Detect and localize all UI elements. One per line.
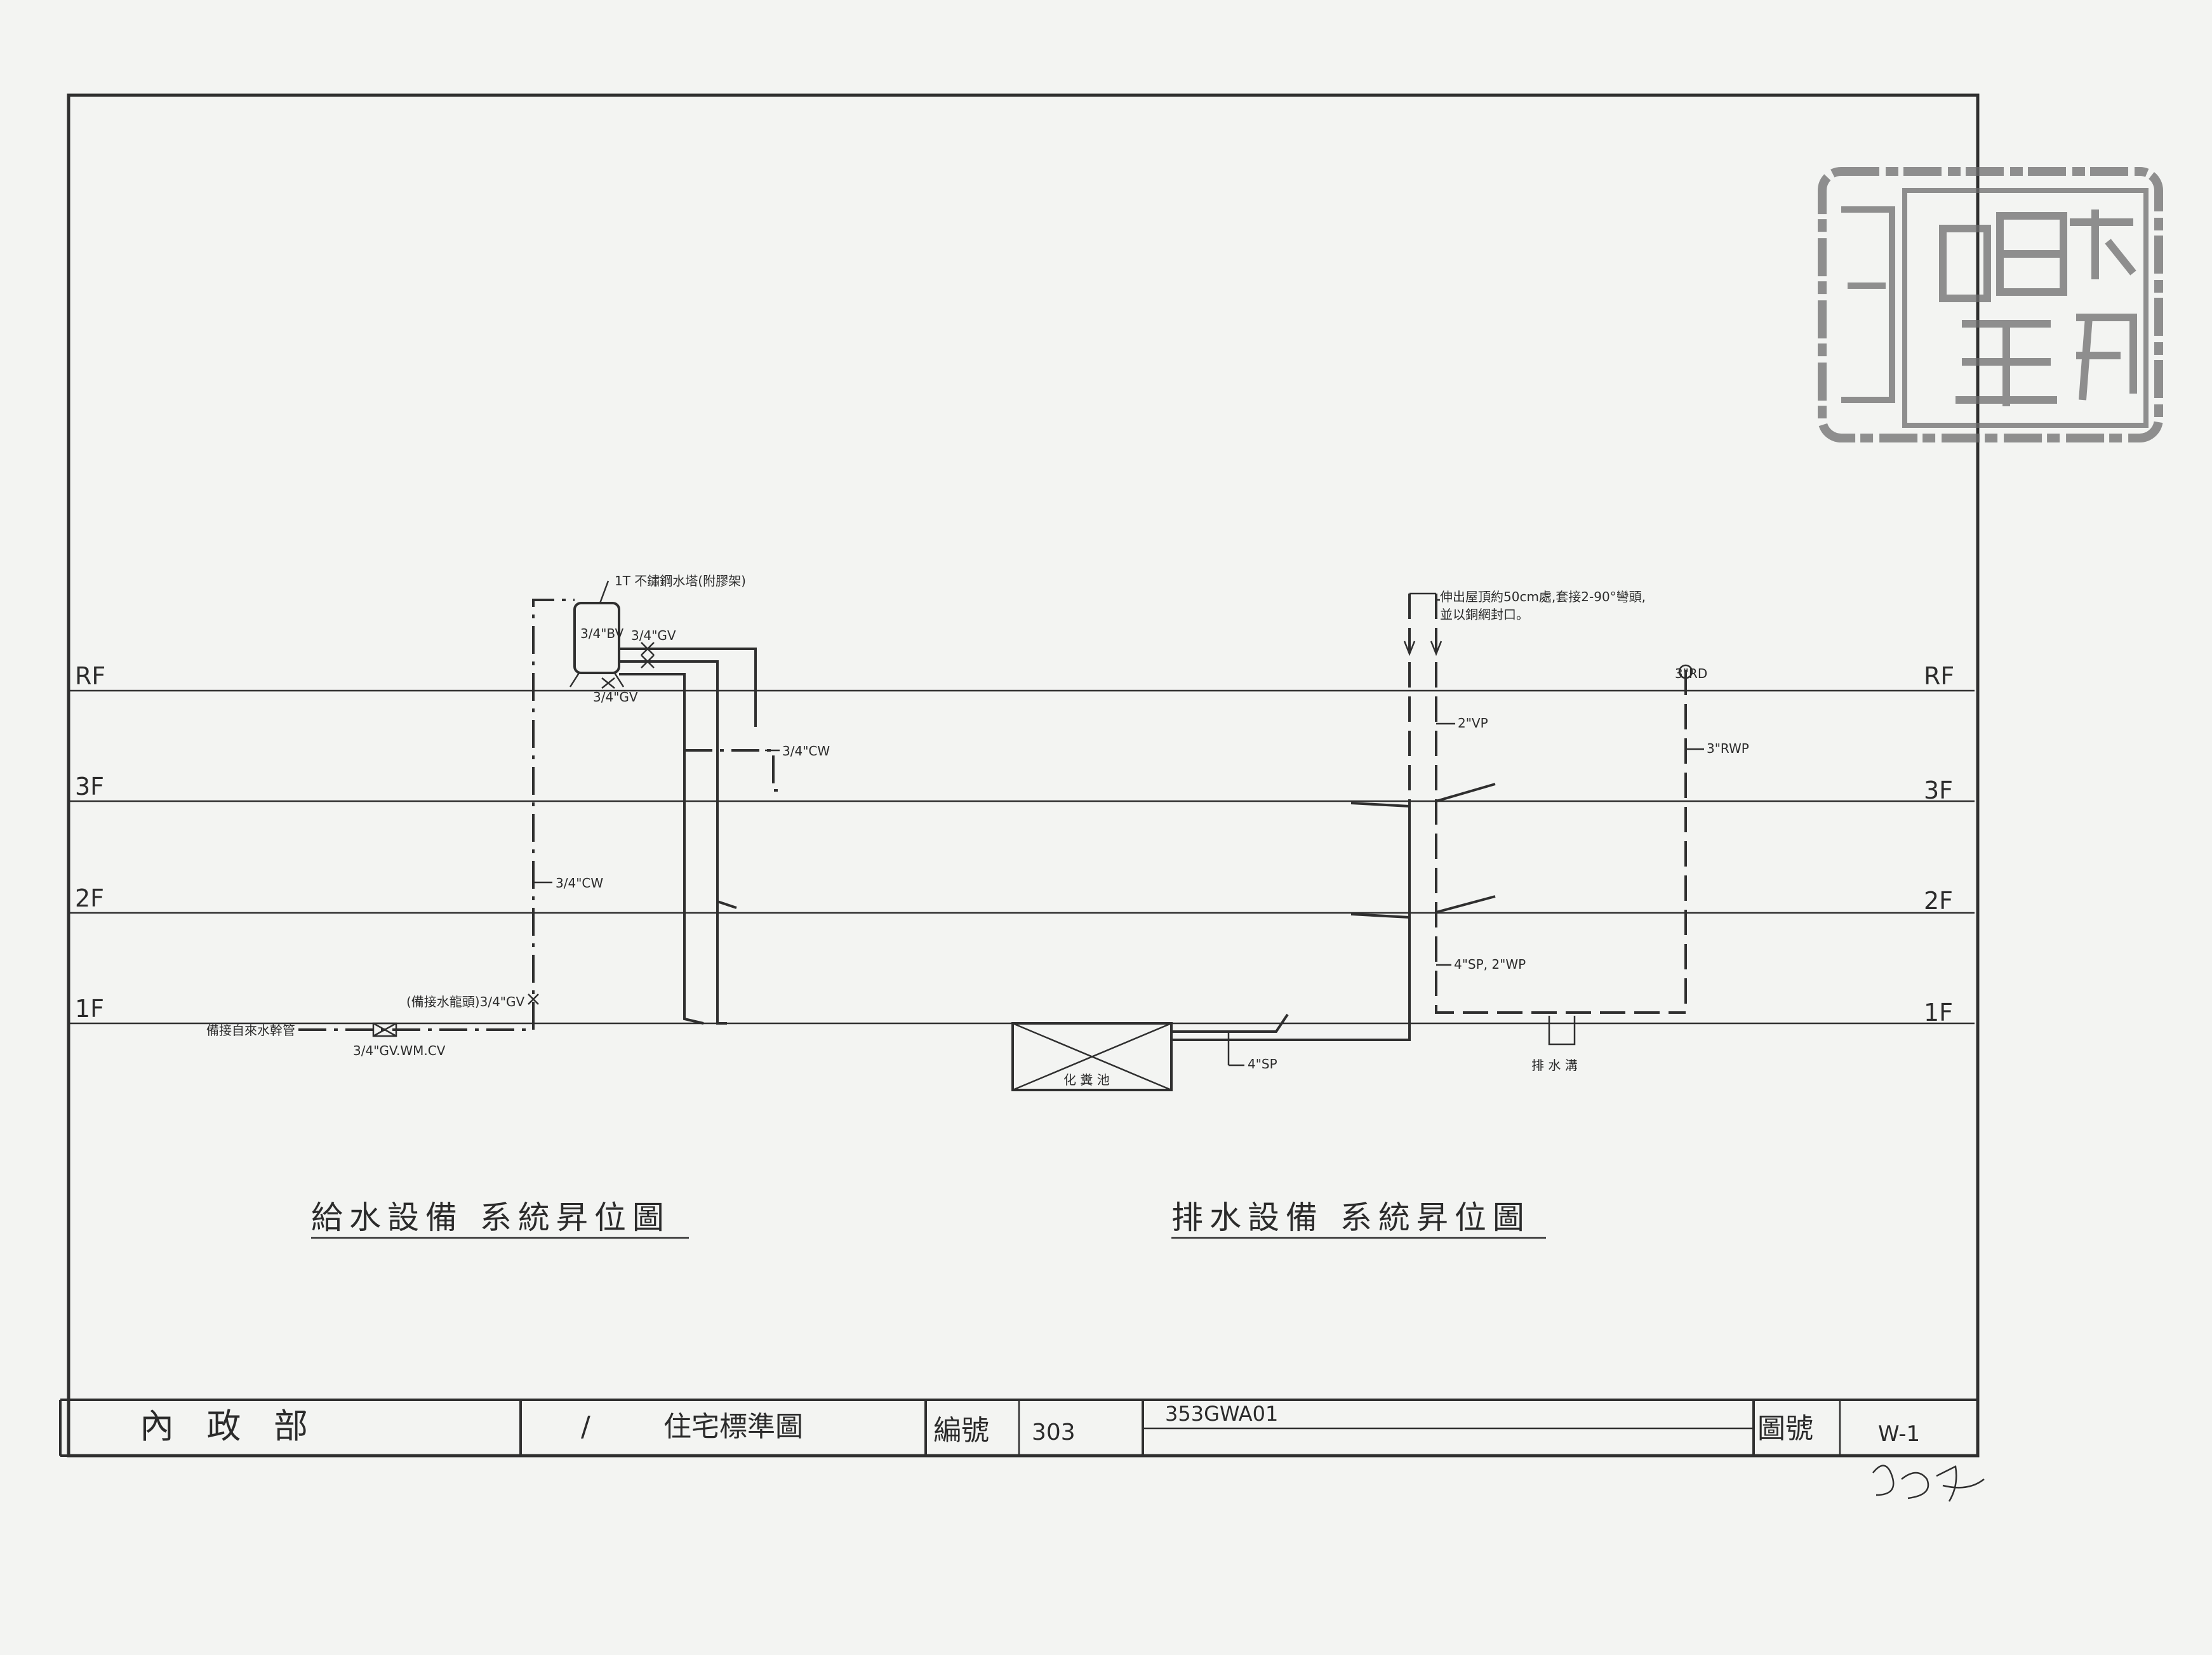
floor-label-2f-right: 2F xyxy=(1924,887,1953,915)
floor-label-1f-right: 1F xyxy=(1924,999,1953,1027)
gv-top-label: 3/4"GV xyxy=(631,628,676,643)
hose-valve-icon xyxy=(528,994,539,1005)
tank-bv-label: 3/4"BV xyxy=(580,626,623,641)
sheet-label: 圖號 xyxy=(1757,1412,1813,1445)
cw-riser-label: 3/4"CW xyxy=(782,743,830,759)
vent-note-1: 伸出屋頂約50cm處,套接2-90°彎頭, xyxy=(1440,589,1646,604)
serial-label: 編號 xyxy=(933,1414,989,1447)
septic-tank-icon xyxy=(1011,1022,1173,1091)
rwp-label: 3"RWP xyxy=(1707,741,1749,756)
handwritten-signature xyxy=(1872,1465,1985,1502)
water-supply-title: 給水設備 系統昇位圖 xyxy=(311,1199,670,1236)
drawing-type: 住宅標準圖 xyxy=(663,1411,803,1443)
floor-label-3f-right: 3F xyxy=(1924,776,1953,804)
septic-label: 化 糞 池 xyxy=(1063,1072,1110,1087)
floor-label-rf-right: RF xyxy=(1924,662,1954,690)
water-supply-diagram: 1T 不鏽鋼水塔(附膠架) 3/4"BV 3/4"GV 3/4"GV 3/4"C… xyxy=(206,573,830,1058)
drainage-title: 排水設備 系統昇位圖 xyxy=(1171,1199,1531,1236)
gv-bottom-label: 3/4"GV xyxy=(593,689,638,705)
floor-label-1f-left: 1F xyxy=(75,995,104,1023)
vent-note-2: 並以銅網封口。 xyxy=(1440,607,1529,622)
vp-label: 2"VP xyxy=(1458,715,1488,731)
water-meter-icon xyxy=(372,1022,397,1037)
cw-main-label: 3/4"CW xyxy=(556,875,603,891)
sp-wp-label: 4"SP, 2"WP xyxy=(1454,957,1526,972)
floor-label-2f-left: 2F xyxy=(75,884,104,912)
drain-ditch-icon xyxy=(1548,1016,1576,1046)
sp-label: 4"SP xyxy=(1248,1056,1277,1072)
floor-label-3f-left: 3F xyxy=(75,773,104,801)
tank-label: 1T 不鏽鋼水塔(附膠架) xyxy=(615,573,746,588)
hose-valve-label: (備接水龍頭)3/4"GV xyxy=(406,994,524,1009)
ministry-name: 內 政 部 xyxy=(140,1406,308,1446)
drainage-diagram: 伸出屋頂約50cm處,套接2-90°彎頭, 並以銅網封口。 3"RD 2"VP … xyxy=(1011,589,1749,1091)
drain-ditch-label: 排 水 溝 xyxy=(1531,1058,1578,1073)
serial-number: 303 xyxy=(1032,1419,1076,1446)
city-main-label: 備接自來水幹管 xyxy=(206,1023,295,1038)
meter-label: 3/4"GV.WM.CV xyxy=(353,1043,446,1058)
title-block: 內 政 部 / 住宅標準圖 編號 303 353GWA01 圖號 W-1 xyxy=(140,1400,1920,1456)
roof-drain-icon xyxy=(1678,664,1693,679)
gate-valve-icon xyxy=(601,642,655,689)
rd-label: 3"RD xyxy=(1675,666,1707,681)
official-seal-stamp xyxy=(1818,167,2163,442)
water-tank-icon xyxy=(573,602,620,674)
floor-lines xyxy=(69,689,1975,1025)
sheet-number: W-1 xyxy=(1878,1421,1920,1447)
floor-label-rf-left: RF xyxy=(75,662,105,690)
drawing-frame xyxy=(67,93,1980,1458)
drawing-code: 353GWA01 xyxy=(1165,1402,1278,1426)
title-block-slash: / xyxy=(581,1411,590,1443)
